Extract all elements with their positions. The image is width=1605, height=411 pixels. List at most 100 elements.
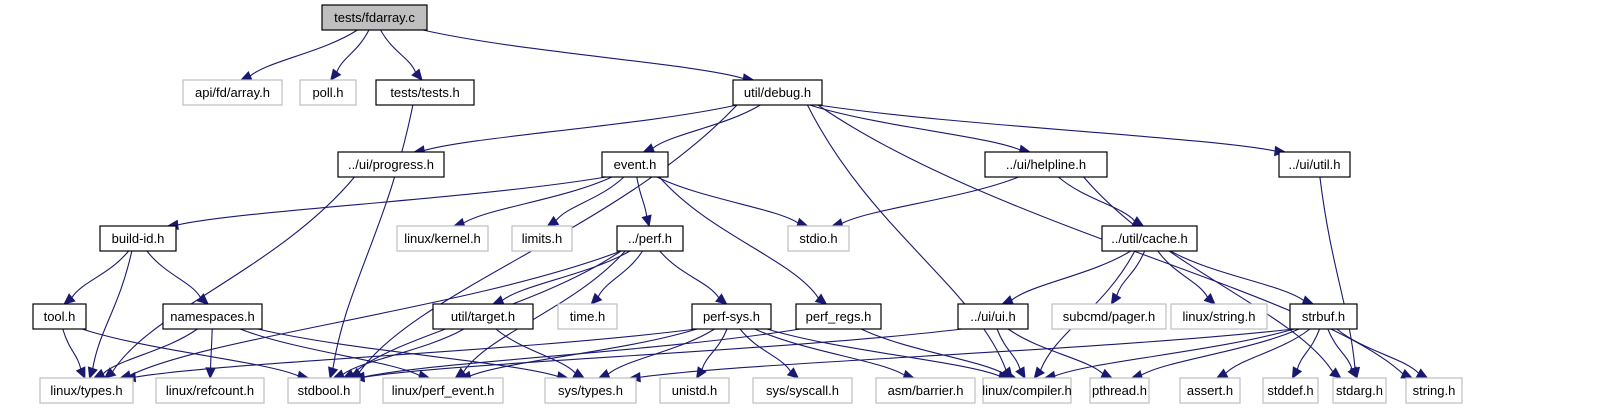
node-label: perf_regs.h <box>806 309 872 324</box>
node-ui-ui-h[interactable]: ../ui/ui.h <box>957 303 1029 330</box>
node-label: limits.h <box>522 231 562 246</box>
edge-line <box>1225 328 1311 374</box>
node-box[interactable] <box>795 303 882 330</box>
edge-strbuf_h-to-stdarg_h <box>1327 328 1358 380</box>
node-label: pthread.h <box>1092 383 1147 398</box>
edge-line <box>652 104 761 149</box>
node-stdio-h: stdio.h <box>787 225 850 252</box>
node-box[interactable] <box>1289 303 1358 330</box>
node-label: string.h <box>1413 383 1456 398</box>
node-box[interactable] <box>616 225 684 252</box>
node-ui-util-h[interactable]: ../ui/util.h <box>1278 151 1351 178</box>
edge-line <box>1011 250 1132 301</box>
node-box <box>875 377 976 404</box>
edge-line <box>112 176 355 373</box>
node-perf-sys-h[interactable]: perf-sys.h <box>691 303 772 330</box>
node-build-id-h[interactable]: build-id.h <box>99 225 177 252</box>
node-fdarray-c[interactable]: tests/fdarray.c <box>321 4 428 31</box>
node-label: linux/kernel.h <box>404 231 481 246</box>
node-box <box>1051 303 1167 330</box>
node-box[interactable] <box>732 79 823 106</box>
node-linux-string-h: linux/string.h <box>1170 303 1268 330</box>
node-api-fd-array-h: api/fd/array.h <box>182 79 283 106</box>
node-linux-kernel-h: linux/kernel.h <box>396 225 489 252</box>
arrowhead-icon <box>642 143 656 153</box>
edge-tests_tests_h-to-stdbool_h <box>328 104 414 380</box>
node-box[interactable] <box>162 303 263 330</box>
node-box[interactable] <box>99 225 177 252</box>
node-ui-progress-h[interactable]: ../ui/progress.h <box>337 151 445 178</box>
node-stddef-h: stddef.h <box>1262 377 1319 404</box>
node-box <box>39 377 134 404</box>
node-box[interactable] <box>321 4 428 31</box>
arrowhead-icon <box>1215 368 1229 379</box>
edge-line <box>495 328 576 374</box>
edge-line <box>1327 328 1353 370</box>
arrowhead-icon <box>1001 295 1015 305</box>
node-namespaces-h[interactable]: namespaces.h <box>162 303 263 330</box>
node-label: tests/tests.h <box>390 85 459 100</box>
node-box[interactable] <box>1278 151 1351 178</box>
node-box[interactable] <box>691 303 772 330</box>
edge-tool_h-to-stdbool_h <box>81 328 310 381</box>
edge-fdarray_c-to-util_debug_h <box>422 29 755 84</box>
edge-line <box>1336 328 1419 374</box>
arrowhead-icon <box>491 295 505 306</box>
edge-line <box>469 328 698 377</box>
node-box[interactable] <box>984 151 1108 178</box>
node-box[interactable] <box>375 79 475 106</box>
edge-line <box>766 328 1000 377</box>
arrowhead-icon <box>1100 368 1114 379</box>
node-util-cache-h[interactable]: ../util/cache.h <box>1101 225 1198 252</box>
arrowhead-icon <box>330 68 342 81</box>
node-poll-h: poll.h <box>299 79 357 106</box>
node-linux-types-h: linux/types.h <box>39 377 134 404</box>
edge-line <box>363 328 801 378</box>
arrowhead-icon <box>239 71 253 81</box>
edge-line <box>422 29 744 80</box>
node-util-target-h[interactable]: util/target.h <box>432 303 534 330</box>
arrowhead-icon <box>696 366 707 380</box>
node-box[interactable] <box>601 151 669 178</box>
node-strbuf-h[interactable]: strbuf.h <box>1289 303 1358 330</box>
arrowhead-icon <box>196 293 209 305</box>
edge-event_h-to-perf_h <box>636 176 652 228</box>
edge-perf_h-to-time_h <box>590 250 643 305</box>
node-tests-tests-h[interactable]: tests/tests.h <box>375 79 475 106</box>
node-label: linux/perf_event.h <box>392 383 495 398</box>
edge-strbuf_h-to-linux_compiler_h <box>1043 328 1295 382</box>
arrowhead-icon <box>786 367 800 379</box>
node-event-h[interactable]: event.h <box>601 151 669 178</box>
node-box <box>182 79 283 106</box>
node-ui-helpline-h[interactable]: ../ui/helpline.h <box>984 151 1108 178</box>
edge-util_debug_h-to-ui_progress_h <box>412 104 738 156</box>
node-box[interactable] <box>1101 225 1198 252</box>
edge-line <box>659 250 720 299</box>
edge-ui_progress_h-to-linux_types_h <box>103 176 355 379</box>
node-box <box>1179 377 1241 404</box>
node-label: event.h <box>614 157 657 172</box>
node-limits-h: limits.h <box>511 225 573 252</box>
node-util-debug-h[interactable]: util/debug.h <box>732 79 823 106</box>
edge-line <box>1054 328 1295 377</box>
edge-line <box>92 250 133 369</box>
node-perf-h[interactable]: ../perf.h <box>616 225 684 252</box>
node-box[interactable] <box>957 303 1029 330</box>
edge-util_cache_h-to-subcmd_pager_h <box>1110 250 1146 306</box>
node-label: util/target.h <box>451 309 515 324</box>
edge-build_id_h-to-linux_types_h <box>87 250 133 380</box>
edge-fdarray_c-to-tests_tests_h <box>380 29 423 81</box>
edge-line <box>636 176 648 217</box>
node-label: stdbool.h <box>298 383 351 398</box>
node-box[interactable] <box>432 303 534 330</box>
edge-line <box>135 328 697 378</box>
node-box[interactable] <box>337 151 445 178</box>
node-label: stddef.h <box>1267 383 1313 398</box>
arrowhead-icon <box>411 68 423 81</box>
node-tool-h[interactable]: tool.h <box>32 303 87 330</box>
node-assert-h: assert.h <box>1179 377 1241 404</box>
node-box[interactable] <box>32 303 87 330</box>
node-perf-regs-h[interactable]: perf_regs.h <box>795 303 882 330</box>
node-box <box>752 377 853 404</box>
